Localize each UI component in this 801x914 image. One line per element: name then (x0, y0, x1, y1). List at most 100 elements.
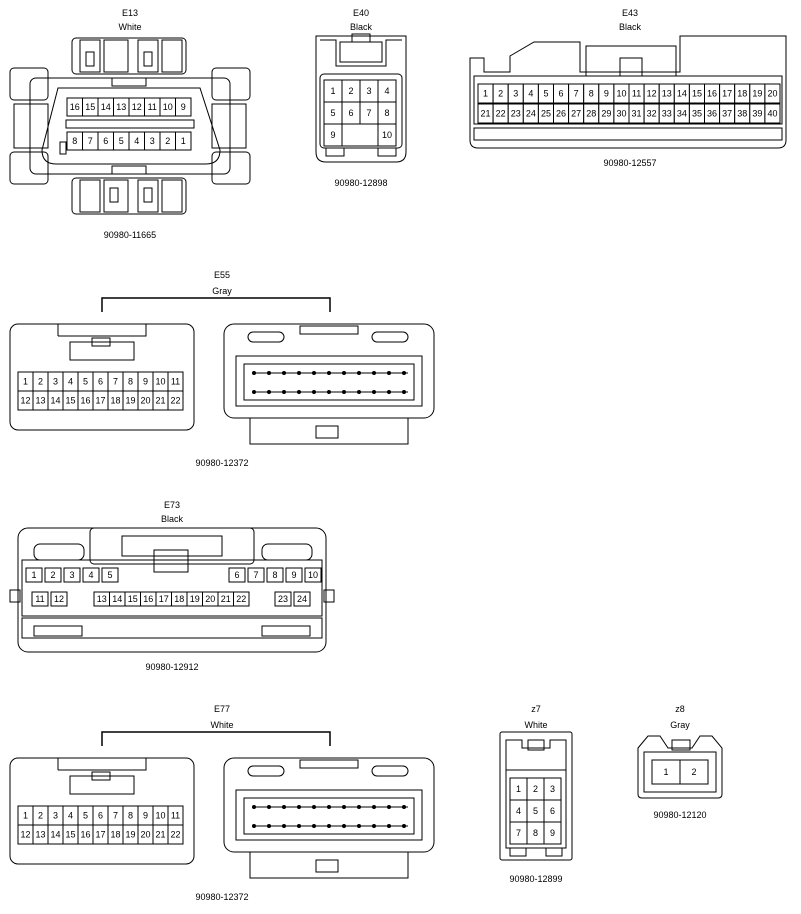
e73-pin-11-cell (31, 591, 49, 607)
e55-pin-16: 16 (80, 396, 90, 406)
e73-pin-10: 10 (308, 570, 318, 580)
e40-pin-1: 1 (330, 86, 335, 96)
e55-pin-12: 12 (20, 396, 30, 406)
e43-id-label: E43 (622, 8, 638, 18)
e13-pin-4: 4 (134, 136, 139, 146)
e43-pin-36: 36 (707, 109, 717, 119)
e73-pin-22-cell (233, 591, 250, 607)
e77-terminal-dot (357, 824, 361, 828)
e55-terminal-dot (297, 390, 301, 394)
e43-pin-16: 16 (707, 89, 717, 99)
e43-pin-20: 20 (767, 89, 777, 99)
z7-id-label: z7 (531, 704, 541, 714)
e55-pin-6: 6 (98, 377, 103, 387)
e73-pin-21: 21 (221, 594, 231, 604)
e43-part-number: 90980-12557 (603, 158, 656, 168)
z8-part-number: 90980-12120 (653, 810, 706, 820)
e55-terminal-dot (252, 371, 256, 375)
e43-pin-25: 25 (541, 109, 551, 119)
e13-pin-12: 12 (132, 102, 142, 112)
e55-terminal-dot (327, 390, 331, 394)
e73-pin-2: 2 (50, 570, 55, 580)
e55-terminal-dot (387, 371, 391, 375)
e77-terminal-dots (252, 805, 408, 828)
z7-pin-9-cell (543, 821, 562, 845)
e73-pin-2-cell (44, 567, 62, 583)
e55-terminal-dot (372, 390, 376, 394)
e73-pin-11: 11 (35, 594, 44, 604)
e13-pin-3: 3 (150, 136, 155, 146)
e43-pin-38: 38 (737, 109, 747, 119)
e55-terminal-dots (252, 371, 408, 394)
e55-pin-2: 2 (38, 377, 43, 387)
e77-terminal-dot (297, 805, 301, 809)
e55-pin-22: 22 (170, 396, 180, 406)
e77-pin-13: 13 (35, 830, 45, 840)
e77-terminal-dot (312, 805, 316, 809)
z7-pin-3: 3 (550, 784, 555, 794)
e43-pin-9: 9 (604, 89, 609, 99)
e13-color-label: White (118, 22, 141, 32)
e43-pin-1: 1 (483, 89, 488, 99)
e55-terminal-dot (342, 371, 346, 375)
e77-terminal-dot (267, 805, 271, 809)
e73-pin-8: 8 (272, 570, 277, 580)
e43-pin-5: 5 (543, 89, 548, 99)
e55-terminal-dot (357, 390, 361, 394)
e43-pin-28: 28 (586, 109, 596, 119)
e77-pin-18: 18 (110, 830, 120, 840)
z7-pin-2: 2 (533, 784, 538, 794)
e43-pin-21: 21 (481, 109, 491, 119)
e77-terminal-dot (342, 824, 346, 828)
e77-terminal-dot (402, 805, 406, 809)
z8-pin-1: 1 (663, 767, 668, 777)
e43-pin-27: 27 (571, 109, 581, 119)
e43-pin-31: 31 (632, 109, 642, 119)
e73-pin-22: 22 (236, 594, 246, 604)
e73-pin-7-cell (247, 567, 265, 583)
e40-color-label: Black (350, 22, 373, 32)
e55-color-label: Gray (212, 286, 232, 296)
e55-terminal-dot (372, 371, 376, 375)
e73-pin-3: 3 (69, 570, 74, 580)
e13-id-label: E13 (122, 8, 138, 18)
e77-id-label: E77 (214, 704, 230, 714)
e13-pin-16: 16 (70, 102, 80, 112)
e13-pin-7: 7 (88, 136, 93, 146)
e55-terminal-dot (387, 390, 391, 394)
e55-terminal-dot (402, 371, 406, 375)
e43-pin-30: 30 (616, 109, 626, 119)
e13-pin-1: 1 (181, 136, 186, 146)
e73-pin-14: 14 (112, 594, 122, 604)
e73-pin-23: 23 (278, 594, 288, 604)
e77-pin-2: 2 (38, 811, 43, 821)
e77-pin-3: 3 (53, 811, 58, 821)
z7-pin-6: 6 (550, 806, 555, 816)
e77-pin-10: 10 (155, 811, 165, 821)
e13-pin-8: 8 (72, 136, 77, 146)
e77-pin-14: 14 (50, 830, 60, 840)
e43-pin-34: 34 (677, 109, 687, 119)
e77-terminal-dot (297, 824, 301, 828)
e43-pin-18: 18 (737, 89, 747, 99)
e43-pin-13: 13 (662, 89, 672, 99)
e73-pin-12: 12 (54, 594, 64, 604)
e40-part-number: 90980-12898 (334, 178, 387, 188)
e73-pin-17: 17 (159, 594, 169, 604)
e43-pin-8: 8 (589, 89, 594, 99)
e13-pin-14: 14 (101, 102, 111, 112)
e73-pin-24: 24 (297, 594, 307, 604)
e77-terminal-dot (312, 824, 316, 828)
e40-pin-3: 3 (366, 86, 371, 96)
e55-terminal-dot (297, 371, 301, 375)
e43-pin-14: 14 (677, 89, 687, 99)
e77-pin-22: 22 (170, 830, 180, 840)
e73-color-label: Black (161, 514, 184, 524)
e77-pin-6: 6 (98, 811, 103, 821)
